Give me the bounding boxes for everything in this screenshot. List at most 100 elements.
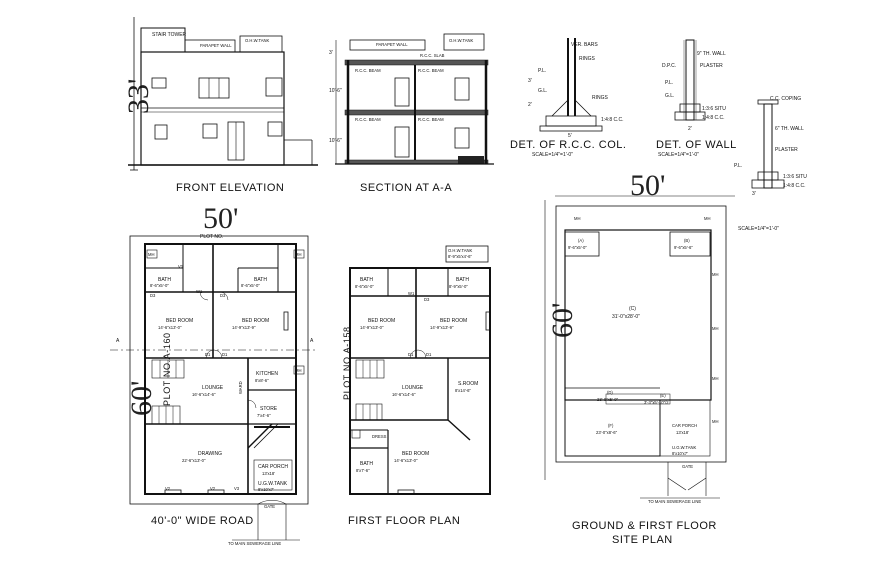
ground-floor-plan: 50' 60' PLOT NO. bbox=[110, 202, 352, 546]
ff-room-bath3-size: 8'x7'-6" bbox=[356, 468, 370, 473]
col-detail-title: DET. OF R.C.C. COL. bbox=[510, 139, 626, 151]
coping-scale-label: SCALE=1/4"=1'-0" bbox=[738, 226, 779, 232]
ground-depth-dim: 60' bbox=[125, 381, 158, 416]
site-area-a-id: (A) bbox=[578, 238, 584, 243]
site-mh-6: MH bbox=[712, 419, 719, 424]
ff-tag-d1: D1 bbox=[408, 352, 414, 357]
site-area-f-size: 23'-0"x8'-6" bbox=[596, 430, 618, 435]
gf-room-lounge-size: 16'-6"x14'-6" bbox=[192, 392, 216, 397]
ff-room-bath2: BATH bbox=[456, 277, 469, 283]
gf-ugw-tank-size: 8'x10'x7' bbox=[258, 487, 274, 492]
wall-scale-label: SCALE=1/4"=1'-0" bbox=[658, 152, 699, 158]
site-area-e-size: 3'-3"x5'-10"/2 bbox=[644, 400, 669, 405]
gf-car-porch-size: 13'x18' bbox=[262, 471, 275, 476]
gf-car-porch: CAR PORCH bbox=[258, 464, 288, 470]
coping-pl-label: P.L. bbox=[734, 163, 742, 169]
col-cc-label: 1:4:8 C.C. bbox=[601, 117, 624, 123]
site-ugw-tank-size: 8'x10'x7' bbox=[672, 451, 688, 456]
beam-label-3: R.C.C. BEAM bbox=[355, 117, 381, 122]
stair-tower-label: STAIR TOWER bbox=[152, 32, 187, 38]
section-dim-3: 10'-6" bbox=[329, 138, 342, 144]
elevation-height-dim: 33' bbox=[122, 79, 155, 114]
gf-tag-v2b: V2 bbox=[210, 486, 216, 491]
gf-tag-d1: D1 bbox=[205, 352, 211, 357]
gf-room-bath1: BATH bbox=[158, 277, 171, 283]
wall-detail-title: DET. OF WALL bbox=[656, 139, 737, 151]
ff-room-sroom: S.ROOM bbox=[458, 381, 478, 387]
gf-room-kitchen-size: 8'x8'-6" bbox=[255, 378, 269, 383]
gf-tag-w1: W1 bbox=[196, 289, 203, 294]
coping-cc-label: 1:4:8 C.C. bbox=[783, 183, 806, 189]
col-rings-label: RINGS bbox=[579, 56, 596, 62]
ff-tag-d1b: D1 bbox=[426, 352, 432, 357]
gf-room-store-size: 7'x4'-6" bbox=[257, 413, 271, 418]
coping-wall-label: 6" TH. WALL bbox=[775, 126, 804, 132]
gf-gate-label: GATE bbox=[264, 504, 275, 509]
ff-room-lounge-size: 16'-6"x14'-6" bbox=[392, 392, 416, 397]
ff-room-bed2: BED ROOM bbox=[440, 318, 467, 324]
ff-room-bath1-size: 8'-6"x5'-0" bbox=[355, 284, 374, 289]
beam-label-1: R.C.C. BEAM bbox=[355, 68, 381, 73]
site-plan: 50' 60' (A) 9'-6"x5'-0" (B) 9'-6"x5'-6" … bbox=[544, 169, 735, 546]
wall-dpc-label: D.P.C. bbox=[662, 63, 676, 69]
ff-tag-d3: D3 bbox=[424, 297, 430, 302]
coping-plaster-label: PLASTER bbox=[775, 147, 798, 153]
ff-room-bed3-size: 14'-6"x13'-0" bbox=[394, 458, 418, 463]
gf-room-bath1-size: 8'-6"x5'-0" bbox=[150, 283, 169, 288]
ff-room-dress: DRESS bbox=[372, 434, 387, 439]
gf-room-bed2: BED ROOM bbox=[242, 318, 269, 324]
gf-tag-d1b: D1 bbox=[222, 352, 228, 357]
plot-a158-label: PLOT NO.A-158 bbox=[342, 326, 352, 400]
wall-gl-label: G.L. bbox=[665, 93, 674, 99]
gf-tag-v1: V1 bbox=[178, 264, 184, 269]
site-mh-2: MH bbox=[704, 216, 711, 221]
gf-tag-d3b: D3 bbox=[220, 293, 226, 298]
section-dim-2: 10'-6" bbox=[329, 88, 342, 94]
section-mark-left: A bbox=[116, 338, 120, 344]
col-bars-label: VER. BARS bbox=[571, 42, 598, 48]
gf-mh-3: MH bbox=[295, 368, 302, 373]
ff-room-bed2-size: 14'-9"x13'-9" bbox=[430, 325, 454, 330]
site-sewer-label: TO MAIN SEWERAGE LINE bbox=[648, 499, 701, 504]
gf-room-lounge: LOUNGE bbox=[202, 385, 224, 391]
section-parapet-label: PARAPET WALL bbox=[376, 42, 408, 47]
site-gate-label: GATE bbox=[682, 464, 693, 469]
site-area-c-size: 31'-0"x28'-0" bbox=[612, 314, 640, 320]
site-ugw-tank: U.G.W.TANK bbox=[672, 445, 697, 450]
first-floor-title: FIRST FLOOR PLAN bbox=[348, 515, 460, 527]
gf-sewer-label: TO MAIN SEWERAGE LINE bbox=[228, 541, 281, 546]
site-mh-1: MH bbox=[574, 216, 581, 221]
gf-room-kitchen: KITCHEN bbox=[256, 371, 278, 377]
wall-plaster-label: PLASTER bbox=[700, 63, 723, 69]
site-plan-title-2: SITE PLAN bbox=[612, 534, 673, 546]
gf-tag-ward: WARD bbox=[238, 381, 243, 394]
road-label: 40'-0" WIDE ROAD bbox=[151, 515, 254, 527]
gf-tag-v3: V3 bbox=[234, 486, 240, 491]
site-area-d-id: (D) bbox=[607, 390, 613, 395]
gf-mh-1: MH bbox=[148, 252, 155, 257]
col-rings2-label: RINGS bbox=[592, 95, 609, 101]
wall-pl-label: P.L. bbox=[665, 80, 673, 86]
wall-situ-label: 1:3:6 SITU bbox=[702, 106, 726, 112]
gf-room-bed1: BED ROOM bbox=[166, 318, 193, 324]
site-mh-4: MH bbox=[712, 326, 719, 331]
section-tank-label: O.H.W.TANK bbox=[449, 38, 474, 43]
gf-room-store: STORE bbox=[260, 406, 278, 412]
gf-room-bath2-size: 8'-6"x5'-0" bbox=[241, 283, 260, 288]
gf-tag-v2: V2 bbox=[165, 486, 171, 491]
site-mh-5: MH bbox=[712, 376, 719, 381]
section-title: SECTION AT A-A bbox=[360, 182, 452, 194]
site-plan-title-1: GROUND & FIRST FLOOR bbox=[572, 520, 717, 532]
site-area-e-id: (E) bbox=[660, 393, 666, 398]
ff-tank-label: O.H.W.TANK bbox=[448, 248, 473, 253]
gf-room-bed1-size: 14'-6"x13'-0" bbox=[158, 325, 182, 330]
beam-label-4: R.C.C. BEAM bbox=[418, 117, 444, 122]
site-area-b-size: 9'-6"x5'-6" bbox=[674, 245, 693, 250]
plot-a160-label: PLOT NO.A-160 bbox=[162, 332, 172, 406]
front-elevation: 33' STAIR TOWER PARAPET WALL O.H.W.TANK … bbox=[122, 17, 318, 194]
gf-room-bath2: BATH bbox=[254, 277, 267, 283]
gf-ugw-tank: U.G.W.TANK bbox=[258, 481, 288, 487]
section-dim-1: 3' bbox=[329, 50, 333, 56]
coping-situ-label: 1:3:6 SITU bbox=[783, 174, 807, 180]
